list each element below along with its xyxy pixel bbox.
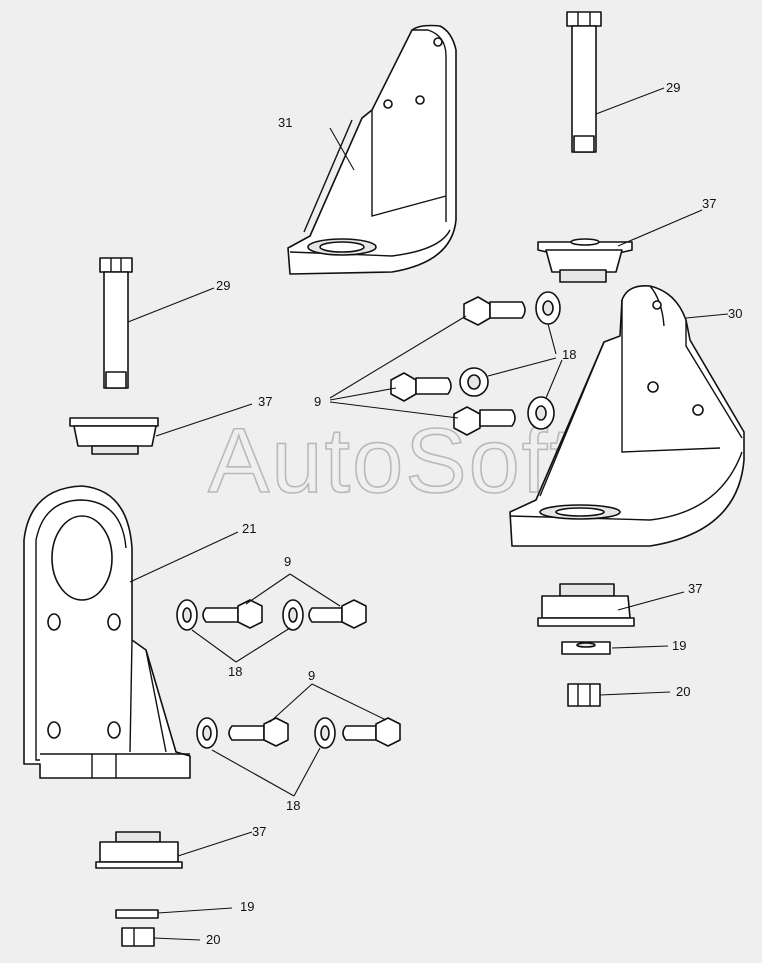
callout-19-bottom: 19 — [240, 899, 254, 914]
fasteners-middle — [176, 599, 367, 631]
callout-37-bottom: 37 — [252, 824, 266, 839]
callout-37-right: 37 — [688, 581, 702, 596]
callout-18-upper: 18 — [562, 347, 576, 362]
callout-37-left: 37 — [258, 394, 272, 409]
bolt-29-left — [99, 257, 133, 389]
callout-9-lower: 9 — [308, 668, 315, 683]
nut-20-right — [567, 683, 601, 707]
callout-19-right: 19 — [672, 638, 686, 653]
callout-29-left: 29 — [216, 278, 230, 293]
callout-31: 31 — [278, 115, 292, 130]
nut-20-bottom — [121, 927, 155, 947]
washer-19-bottom — [115, 909, 159, 919]
washer-19-right — [561, 641, 611, 655]
callout-9-upper: 9 — [314, 394, 321, 409]
bracket-30 — [509, 284, 745, 547]
callout-18-lower: 18 — [286, 798, 300, 813]
isolator-37-bottom — [95, 831, 183, 869]
callout-21: 21 — [242, 521, 256, 536]
fasteners-lower — [196, 717, 401, 749]
isolator-37-left — [69, 417, 159, 455]
watermark-text: AutoSoft — [208, 410, 577, 512]
callout-labels: 31 29 37 30 29 37 18 9 21 9 18 9 18 37 1… — [206, 80, 742, 947]
washers-18-upper — [459, 291, 561, 430]
bolts-9-upper — [390, 296, 526, 436]
callout-20-bottom: 20 — [206, 932, 220, 947]
bracket-21 — [23, 485, 191, 779]
callout-9-middle: 9 — [284, 554, 291, 569]
isolator-37-top — [537, 238, 633, 283]
callout-30: 30 — [728, 306, 742, 321]
callout-29-top: 29 — [666, 80, 680, 95]
callout-18-middle: 18 — [228, 664, 242, 679]
leader-lines — [127, 87, 729, 941]
bracket-31 — [287, 24, 457, 275]
callout-37-top: 37 — [702, 196, 716, 211]
bolt-29-top — [566, 11, 602, 153]
isolator-37-right — [537, 583, 635, 627]
callout-20-right: 20 — [676, 684, 690, 699]
